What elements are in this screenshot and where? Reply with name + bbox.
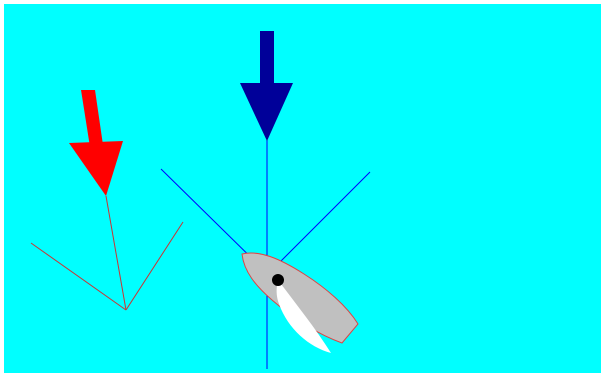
boat-sail	[276, 280, 331, 353]
sailing-wind-diagram	[4, 4, 601, 373]
boat-hull	[241, 252, 359, 344]
apparent-wind-lines	[30, 195, 184, 311]
apparent-wind-right-line	[125, 221, 184, 311]
sailboat-icon	[241, 252, 359, 353]
apparent-wind-arrow-icon	[69, 90, 123, 196]
true-wind-arrow-shaft	[260, 31, 274, 84]
true-wind-arrow-head	[240, 83, 293, 141]
apparent-wind-arrow-shaft	[81, 90, 103, 147]
boat-mast	[272, 274, 284, 286]
apparent-wind-left-line	[30, 242, 127, 311]
apparent-wind-axis-line	[105, 195, 127, 311]
apparent-wind-arrow-head	[69, 141, 123, 196]
true-wind-arrow-icon	[240, 31, 293, 141]
